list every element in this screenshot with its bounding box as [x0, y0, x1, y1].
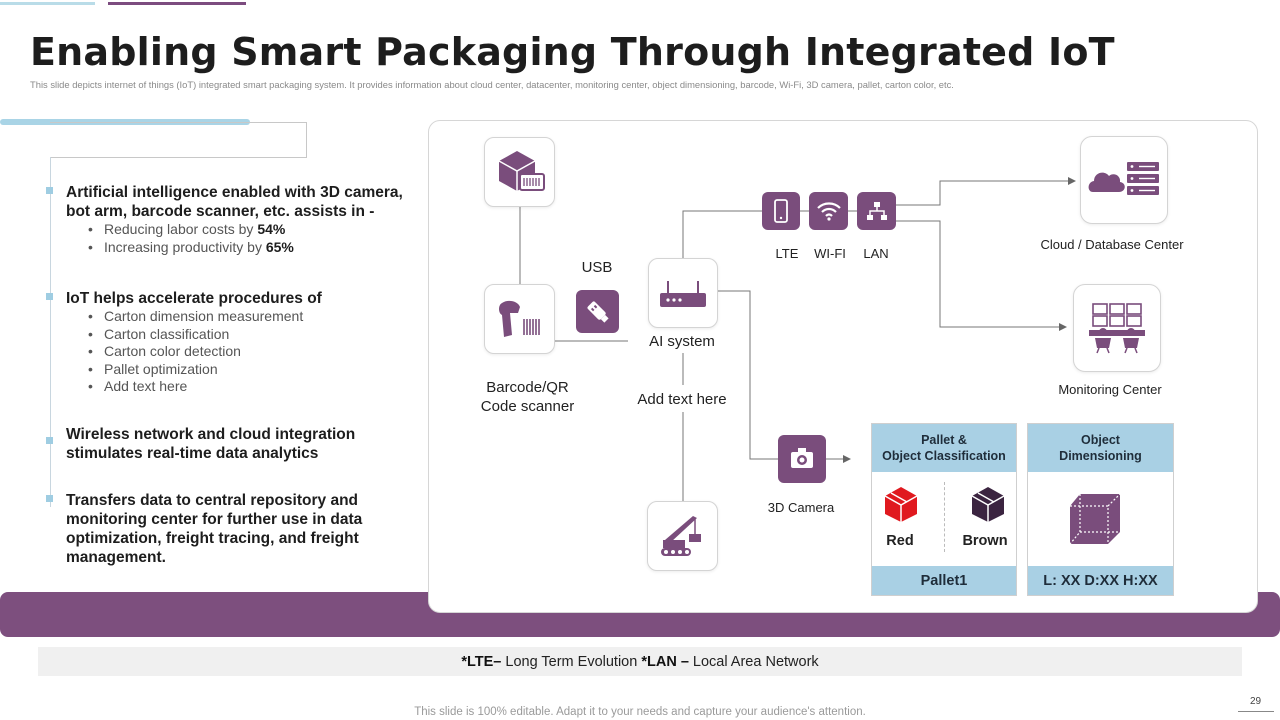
- barcode-scanner-icon: [498, 300, 540, 337]
- line-ai-camera: [718, 290, 778, 460]
- bullet-marker: [46, 187, 53, 194]
- camera-box: [778, 435, 826, 483]
- list-item: Carton classification: [88, 326, 426, 344]
- bullet-heading: Wireless network and cloud integration s…: [66, 426, 356, 462]
- list-item: Reducing labor costs by 54%: [88, 221, 426, 239]
- cloud-label: Cloud / Database Center: [1040, 237, 1184, 252]
- top-accent-line-purple: [108, 2, 246, 5]
- list-item: Pallet optimization: [88, 361, 426, 379]
- top-accent-line-blue: [0, 2, 95, 5]
- dimension-cube-icon: [1069, 493, 1121, 545]
- bullet-transfers: Transfers data to central repository and…: [46, 491, 386, 567]
- bullet-marker: [46, 293, 53, 300]
- list-item: Add text here: [88, 378, 426, 396]
- mobile-phone-icon: [774, 199, 788, 223]
- wifi-icon: [816, 202, 841, 221]
- card-header: Object Dimensioning: [1028, 424, 1173, 472]
- lan-label: LAN: [863, 246, 889, 261]
- red-label: Red: [886, 533, 914, 549]
- card-divider: [944, 482, 945, 552]
- object-dimensioning-card: Object Dimensioning L: XX D:XX H:XX: [1027, 423, 1174, 596]
- barcode-scanner-label: Barcode/QR Code scanner: [480, 379, 575, 415]
- bullet-heading: IoT helps accelerate procedures of: [66, 290, 322, 307]
- monitoring-box: [1073, 284, 1161, 372]
- usb-box: [576, 290, 619, 333]
- sub-list: Carton dimension measurement Carton clas…: [88, 308, 426, 396]
- brown-label: Brown: [962, 533, 1008, 549]
- editable-note: This slide is 100% editable. Adapt it to…: [414, 706, 866, 718]
- bullet-heading: Transfers data to central repository and…: [66, 492, 363, 566]
- list-item: Increasing productivity by 65%: [88, 239, 426, 257]
- cloud-server-icon: [1088, 162, 1159, 195]
- page-title: Enabling Smart Packaging Through Integra…: [30, 30, 1115, 74]
- bullet-wireless: Wireless network and cloud integration s…: [46, 425, 386, 463]
- decorative-frame: [50, 122, 307, 158]
- line-lan-monitoring: [896, 220, 1067, 331]
- cloud-box: [1080, 136, 1168, 224]
- card-header: Pallet & Object Classification: [872, 424, 1016, 472]
- page-number: 29: [1250, 696, 1262, 707]
- barcode-scanner-box: [484, 284, 555, 354]
- ai-system-label: AI system: [628, 333, 736, 350]
- card-footer: L: XX D:XX H:XX: [1028, 566, 1173, 595]
- wifi-label: WI-FI: [814, 246, 846, 261]
- page-subtitle: This slide depicts internet of things (I…: [30, 79, 954, 90]
- sub-list: Reducing labor costs by 54% Increasing p…: [88, 221, 426, 256]
- bullet-iot: IoT helps accelerate procedures of Carto…: [46, 289, 426, 396]
- ai-system-box: [648, 258, 718, 328]
- lan-box: [857, 192, 896, 230]
- bullet-heading: Artificial intelligence enabled with 3D …: [66, 184, 403, 220]
- monitoring-label: Monitoring Center: [1058, 382, 1162, 397]
- bullet-marker: [46, 495, 53, 502]
- package-barcode-box: [484, 137, 555, 207]
- camera-label: 3D Camera: [767, 500, 835, 515]
- lan-network-icon: [866, 202, 887, 220]
- card-footer: Pallet1: [872, 566, 1016, 595]
- line-lan-cloud: [896, 177, 1076, 206]
- abbreviation-note: *LTE– Long Term Evolution *LAN – Local A…: [38, 647, 1242, 676]
- monitoring-room-icon: [1089, 303, 1145, 354]
- usb-label: USB: [581, 259, 613, 276]
- add-text-label: Add text here: [622, 391, 742, 408]
- camera-icon: [791, 448, 813, 468]
- bullet-ai: Artificial intelligence enabled with 3D …: [46, 183, 426, 256]
- red-cube-icon: [884, 487, 918, 522]
- crane-icon: [660, 516, 701, 556]
- pallet-classification-card: Pallet & Object Classification Red Brown…: [871, 423, 1017, 596]
- wifi-box: [809, 192, 848, 230]
- line-ai-lte: [682, 210, 762, 258]
- decorative-vertical-line: [50, 157, 51, 507]
- list-item: Carton color detection: [88, 343, 426, 361]
- usb-icon: [587, 301, 609, 323]
- brown-cube-icon: [971, 487, 1005, 522]
- package-barcode-icon: [498, 151, 545, 191]
- list-item: Carton dimension measurement: [88, 308, 426, 326]
- page-number-underline: [1238, 711, 1274, 712]
- router-icon: [660, 281, 706, 307]
- lte-label: LTE: [775, 246, 799, 261]
- lte-box: [762, 192, 800, 230]
- crane-box: [647, 501, 718, 571]
- bullet-marker: [46, 437, 53, 444]
